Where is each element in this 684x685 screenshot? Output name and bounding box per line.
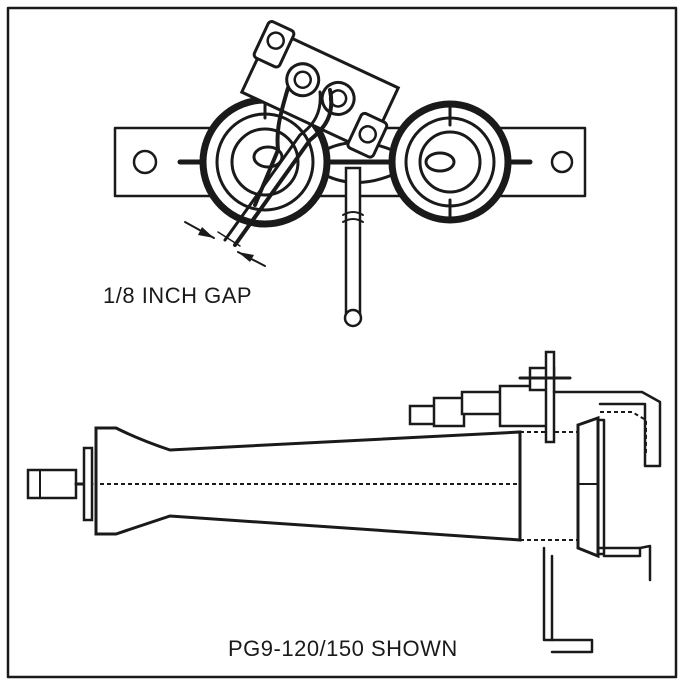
burner-head <box>576 415 600 559</box>
air-shutter <box>82 446 94 522</box>
burner-left <box>199 96 331 228</box>
electrode-rod-2b <box>223 90 322 242</box>
diagram-border <box>6 6 678 679</box>
mounting-legs <box>542 418 652 654</box>
end-fitting <box>26 468 78 500</box>
pilot-assembly <box>408 350 662 468</box>
model-label: PG9-120/150 SHOWN <box>228 636 458 661</box>
gap-dimension <box>184 221 266 267</box>
pilot-tube <box>342 166 364 328</box>
electrode-rod-2 <box>233 88 334 247</box>
top-view-burner-pilot-icon: 1/8 INCH GAP <box>103 20 587 328</box>
gap-label: 1/8 INCH GAP <box>103 283 252 308</box>
burner-right <box>388 100 512 224</box>
electrode-rod-1 <box>253 86 290 207</box>
inner-sleeve <box>519 431 581 541</box>
bracket-hole-left <box>132 149 158 175</box>
side-view-burner-icon: PG9-120/150 SHOWN <box>26 350 662 661</box>
bracket-hole-right <box>550 150 574 174</box>
